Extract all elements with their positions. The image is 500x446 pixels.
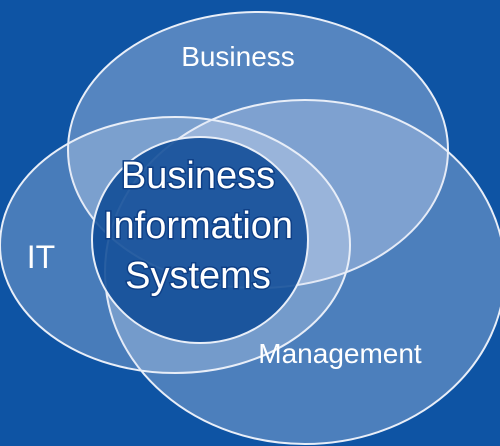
center-intersection-ellipse bbox=[91, 136, 309, 344]
center-label-line-3: Systems bbox=[125, 255, 271, 297]
management-label: Management bbox=[258, 338, 422, 369]
business-label: Business bbox=[181, 41, 295, 72]
center-label-line-2: Information bbox=[103, 205, 293, 247]
center-label-line-1: Business bbox=[121, 155, 275, 197]
it-label: IT bbox=[27, 239, 55, 275]
